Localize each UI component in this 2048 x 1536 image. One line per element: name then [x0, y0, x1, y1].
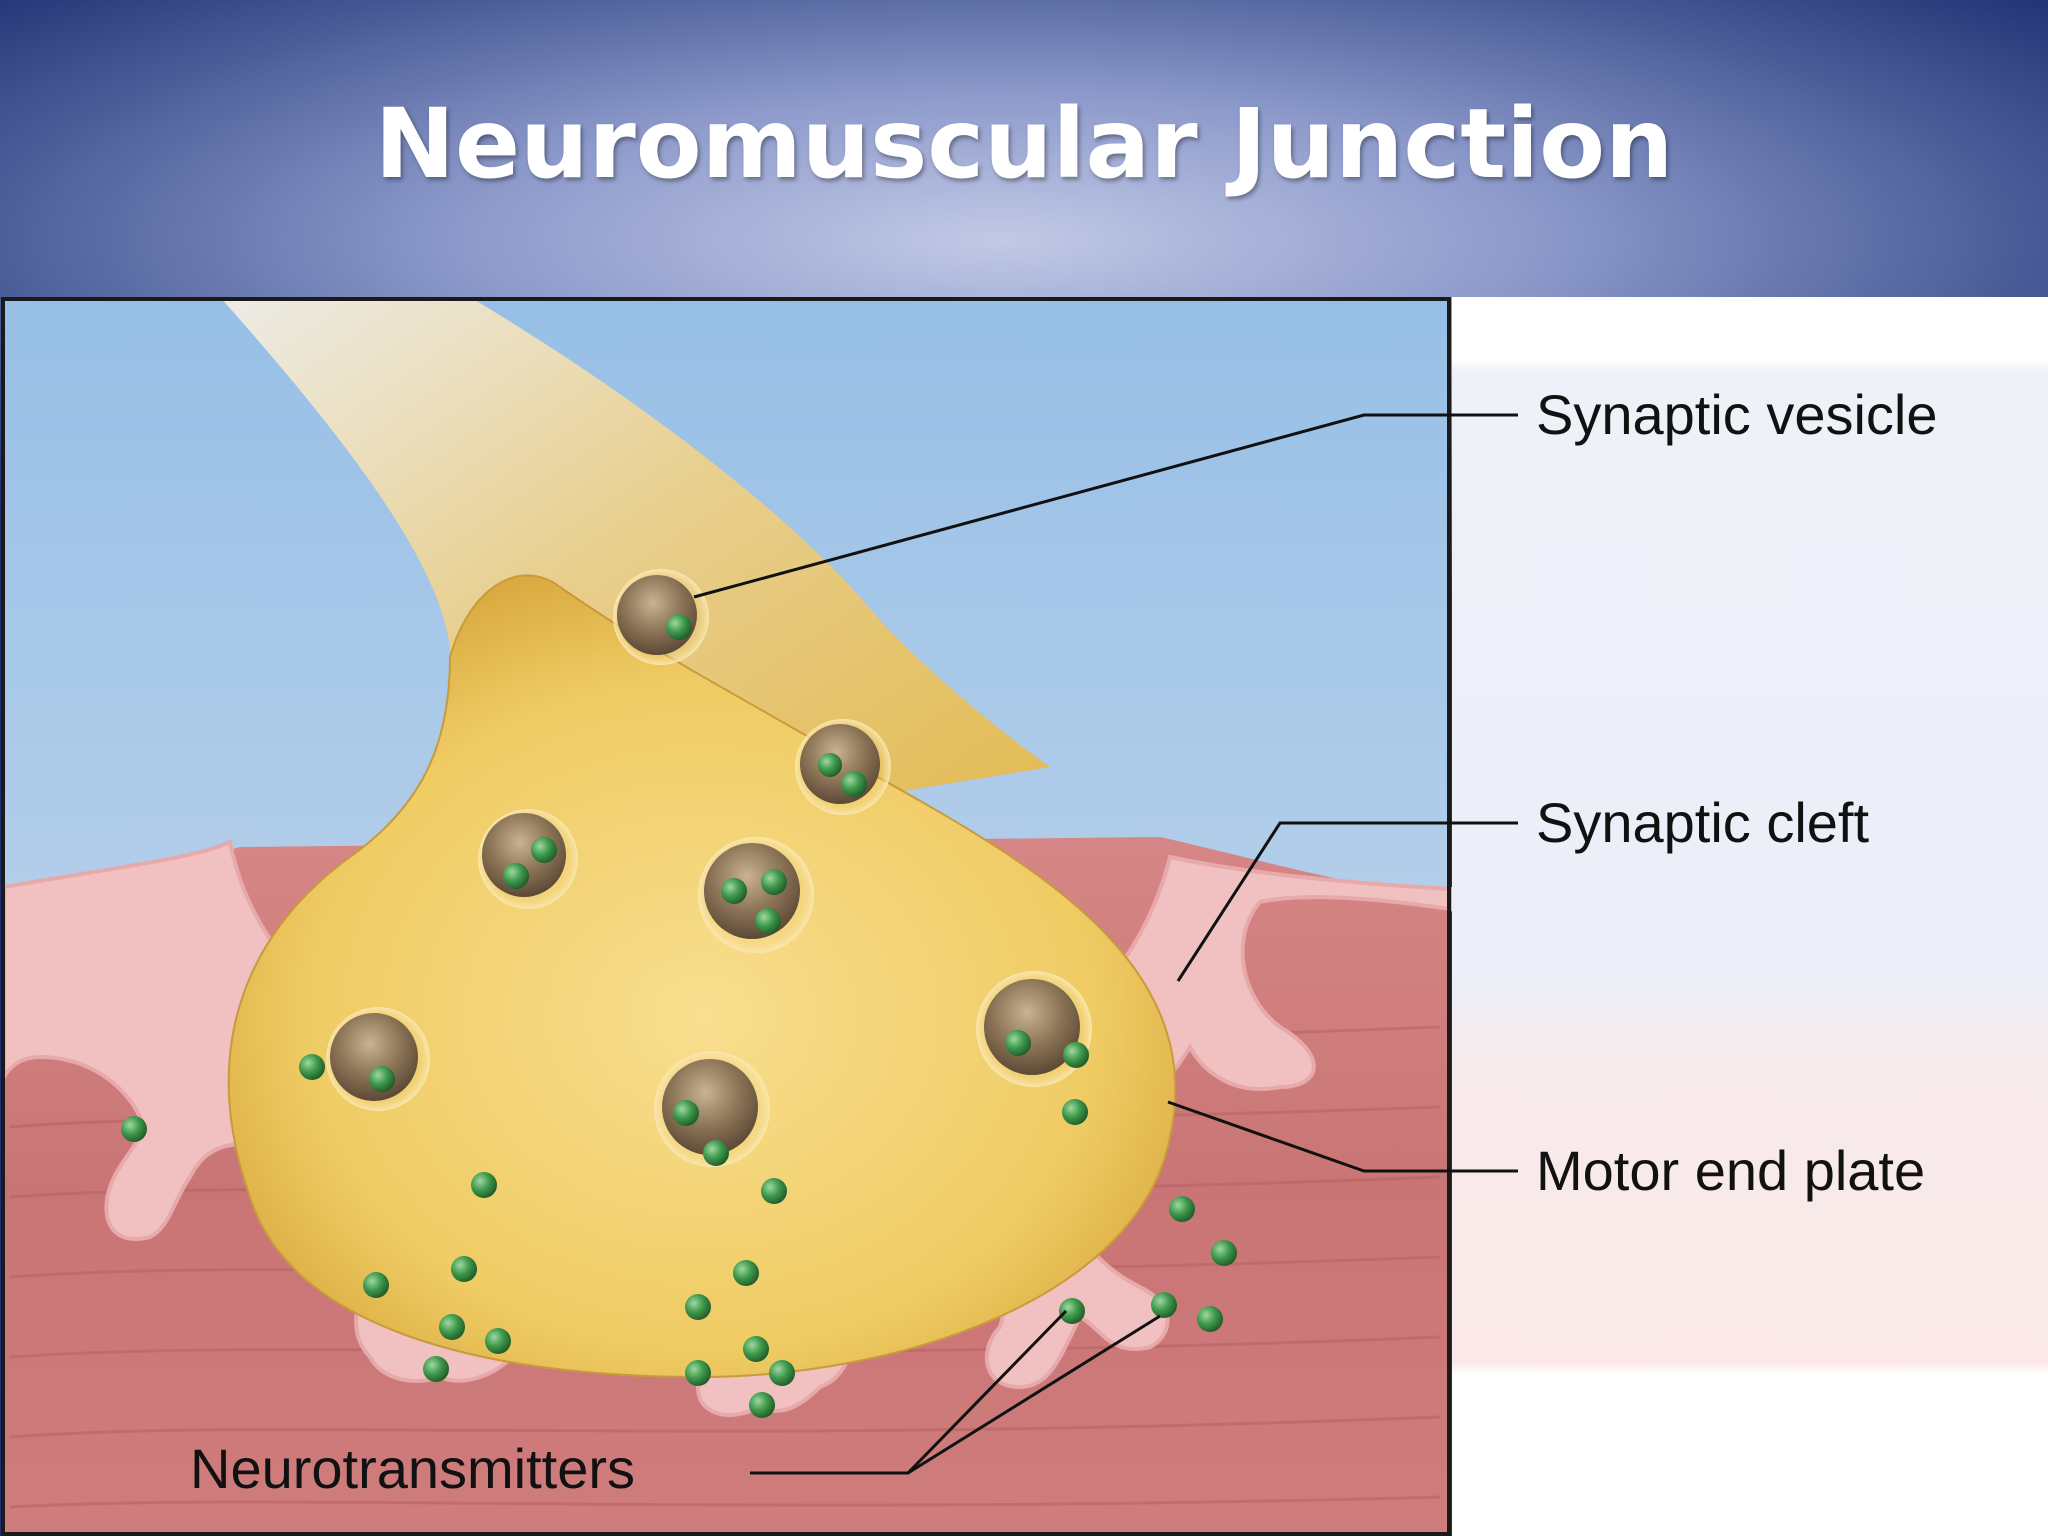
neurotransmitter [1169, 1196, 1195, 1222]
neurotransmitter [755, 908, 781, 934]
neurotransmitters-leader [750, 1309, 1068, 1475]
neurotransmitters-label: Neurotransmitters [190, 1437, 636, 1500]
neurotransmitter [531, 837, 557, 863]
neurotransmitter [471, 1172, 497, 1198]
neurotransmitter [685, 1294, 711, 1320]
vesicle [330, 1013, 418, 1101]
motor-end-plate-leader [1167, 1100, 1518, 1173]
neurotransmitter [841, 771, 867, 797]
neurotransmitter [1059, 1298, 1085, 1324]
neurotransmitter [673, 1100, 699, 1126]
neurotransmitter [369, 1066, 395, 1092]
vesicle [662, 1059, 758, 1155]
neuromuscular-junction-illustration [1, 297, 1452, 1536]
neurotransmitter-molecules [121, 614, 1237, 1418]
neurotransmitter [666, 614, 692, 640]
neurotransmitter [485, 1328, 511, 1354]
slide-title: Neuromuscular Junction [374, 88, 1674, 200]
neurotransmitter [1063, 1042, 1089, 1068]
neurotransmitter [1197, 1306, 1223, 1332]
neurotransmitter [749, 1392, 775, 1418]
neurotransmitter [363, 1272, 389, 1298]
label-panel [1452, 297, 2048, 1536]
neurotransmitters-leader-branch [907, 1314, 1161, 1475]
neurotransmitter [503, 863, 529, 889]
diagram-frame [1, 297, 1451, 1536]
neurotransmitter [721, 878, 747, 904]
neurotransmitter [299, 1054, 325, 1080]
neurotransmitter [818, 753, 842, 777]
neurotransmitter [1062, 1099, 1088, 1125]
neurotransmitter [703, 1140, 729, 1166]
neurotransmitter [761, 1178, 787, 1204]
motor-end-plate-label: Motor end plate [1536, 1139, 1926, 1202]
neurotransmitter [761, 869, 787, 895]
neurotransmitter [685, 1360, 711, 1386]
neurotransmitter [743, 1336, 769, 1362]
neurotransmitter [451, 1256, 477, 1282]
neurotransmitter [769, 1360, 795, 1386]
synaptic-vesicle-label: Synaptic vesicle [1536, 383, 1938, 446]
neurotransmitter [1211, 1240, 1237, 1266]
neurotransmitter [423, 1356, 449, 1382]
synaptic-cleft-label: Synaptic cleft [1536, 791, 1870, 854]
synaptic-cleft-leader [1176, 821, 1518, 982]
neurotransmitter [439, 1314, 465, 1340]
neurotransmitter [1151, 1292, 1177, 1318]
neurotransmitter [1005, 1030, 1031, 1056]
axon-terminal [227, 574, 1177, 1379]
synaptic-vesicle-leader [693, 413, 1518, 599]
neurotransmitter [121, 1116, 147, 1142]
neurotransmitter [733, 1260, 759, 1286]
